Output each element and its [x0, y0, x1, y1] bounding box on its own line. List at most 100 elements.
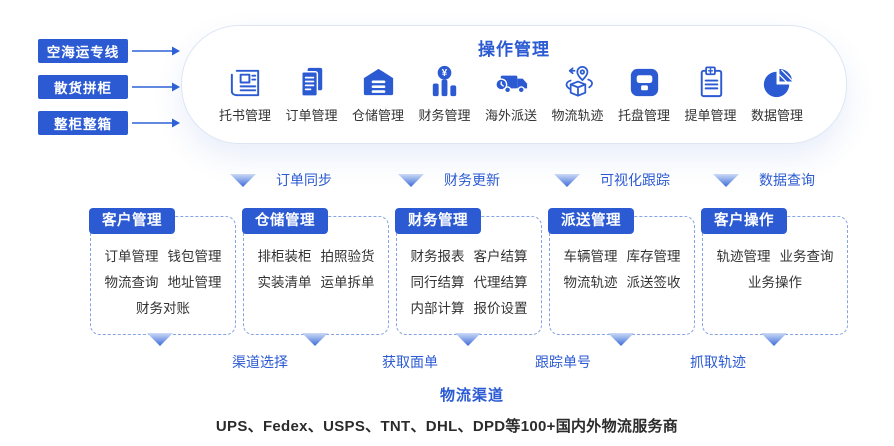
flow-finance-update: 财务更新 [398, 170, 500, 190]
module-row: 托书管理 订单管理 仓储管理 [212, 63, 810, 124]
svg-text:¥: ¥ [442, 68, 448, 79]
panel-item: 运单拆单 [320, 275, 375, 290]
chevron-down-icon [230, 173, 256, 187]
panel-customer-management: 客户管理 订单管理钱包管理 物流查询地址管理 财务对账 [89, 208, 236, 335]
module-orders: 订单管理 [279, 63, 345, 124]
chevron-down-icon [398, 173, 424, 187]
module-tracking: 物流轨迹 [545, 63, 611, 124]
panel-title: 派送管理 [548, 208, 634, 234]
panel-items: 排柜装柜拍照验货 实装清单运单拆单 [244, 244, 388, 296]
module-finance: ¥ 财务管理 [412, 63, 478, 124]
panel-title: 客户管理 [89, 208, 175, 234]
flow-label: 财务更新 [444, 172, 500, 188]
chevron-down-icon [554, 173, 580, 187]
module-label: 财务管理 [418, 108, 471, 123]
flow-label: 可视化跟踪 [600, 172, 670, 188]
module-warehouse: 仓储管理 [345, 63, 411, 124]
arrow-right-icon [132, 82, 180, 92]
arrow-right-icon [132, 118, 180, 128]
module-label: 海外派送 [484, 108, 537, 123]
panel-item: 物流轨迹 [563, 275, 618, 290]
panel-item: 报价设置 [473, 301, 528, 316]
module-label: 仓储管理 [351, 108, 404, 123]
arrow-right-icon [132, 46, 180, 56]
panel-title: 操作管理 [478, 40, 550, 59]
source-box-lcl: 散货拼柜 [38, 75, 128, 99]
panel-items: 轨迹管理业务查询 业务操作 [703, 244, 847, 296]
chevron-down-icon [302, 333, 328, 346]
panel-item: 轨迹管理 [716, 249, 771, 264]
source-box-fcl: 整柜整箱 [38, 111, 128, 135]
newspaper-icon [230, 69, 259, 97]
module-label: 订单管理 [285, 108, 338, 123]
panel-item: 内部计算 [410, 301, 465, 316]
source-box-air-sea-line: 空海运专线 [38, 39, 128, 63]
module-overseas-delivery: 海外派送 [478, 63, 544, 124]
operation-management-panel: 操作管理 托书管理 订单管理 [181, 25, 847, 144]
module-pallet: 托盘管理 [611, 63, 677, 124]
source-label: 散货拼柜 [54, 81, 112, 96]
panel-delivery-management: 派送管理 车辆管理库存管理 物流轨迹派送签收 [548, 208, 695, 335]
panel-item: 同行结算 [410, 275, 465, 290]
documents-icon [301, 67, 323, 97]
panel-item: 实装清单 [257, 275, 312, 290]
chevron-down-icon [608, 333, 634, 346]
channels-title: 物流渠道 [439, 387, 504, 404]
panel-warehouse-management: 仓储管理 排柜装柜拍照验货 实装清单运单拆单 [242, 208, 389, 335]
bottom-flow-label-track-number: 跟踪单号 [535, 354, 591, 370]
panel-item: 财务对账 [136, 301, 190, 316]
bottom-flow-label-get-label: 获取面单 [382, 354, 438, 370]
panel-items: 车辆管理库存管理 物流轨迹派送签收 [550, 244, 694, 296]
source-label: 空海运专线 [46, 45, 120, 60]
chevron-down-icon [147, 333, 173, 346]
chevron-down-icon [761, 333, 787, 346]
panel-item: 排柜装柜 [257, 249, 312, 264]
truck-icon [494, 75, 527, 94]
panel-title: 客户操作 [701, 208, 787, 234]
flow-visual-tracking: 可视化跟踪 [554, 170, 670, 190]
warehouse-icon [363, 68, 393, 96]
package-location-icon [565, 66, 593, 97]
panel-customer-operations: 客户操作 轨迹管理业务查询 业务操作 [701, 208, 848, 335]
flow-label: 数据查询 [759, 172, 815, 188]
module-label: 提单管理 [684, 108, 737, 123]
panel-item: 代理结算 [473, 275, 528, 290]
panel-finance-management: 财务管理 财务报表客户结算 同行结算代理结算 内部计算报价设置 [395, 208, 542, 335]
module-label: 数据管理 [750, 108, 803, 123]
panel-items: 财务报表客户结算 同行结算代理结算 内部计算报价设置 [397, 244, 541, 322]
panel-items: 订单管理钱包管理 物流查询地址管理 财务对账 [91, 244, 235, 322]
panel-item: 物流查询 [104, 275, 159, 290]
panel-item: 库存管理 [626, 249, 681, 264]
panel-item: 派送签收 [626, 275, 681, 290]
chevron-down-icon [713, 173, 739, 187]
pallet-icon [630, 68, 658, 97]
bottom-flow-label-fetch-track: 抓取轨迹 [690, 354, 746, 370]
module-bill-of-lading: 提单管理 [678, 63, 744, 124]
panel-item: 业务操作 [748, 275, 802, 290]
panel-item: 钱包管理 [167, 249, 222, 264]
module-label: 物流轨迹 [551, 108, 604, 123]
flow-label: 订单同步 [276, 172, 332, 188]
chevron-down-icon [455, 333, 481, 346]
panel-item: 客户结算 [473, 249, 528, 264]
panel-item: 业务查询 [779, 249, 834, 264]
bottom-flow-label-channel-select: 渠道选择 [232, 354, 288, 370]
finance-bars-icon: ¥ [432, 65, 457, 97]
module-label: 托盘管理 [617, 108, 670, 123]
flow-order-sync: 订单同步 [230, 170, 332, 190]
module-booking: 托书管理 [212, 63, 278, 124]
panel-item: 订单管理 [104, 249, 159, 264]
channels-caption: UPS、Fedex、USPS、TNT、DHL、DPD等100+国内外物流服务商 [215, 418, 679, 435]
panel-item: 财务报表 [410, 249, 465, 264]
panel-item: 拍照验货 [320, 249, 375, 264]
source-label: 整柜整箱 [54, 117, 112, 132]
pie-chart-icon [763, 68, 792, 98]
panel-title: 财务管理 [395, 208, 481, 234]
bill-document-icon [700, 66, 723, 98]
panel-item: 车辆管理 [563, 249, 618, 264]
flow-data-query: 数据查询 [713, 170, 815, 190]
module-data: 数据管理 [744, 63, 810, 124]
panel-item: 地址管理 [167, 275, 222, 290]
panel-title: 仓储管理 [242, 208, 328, 234]
